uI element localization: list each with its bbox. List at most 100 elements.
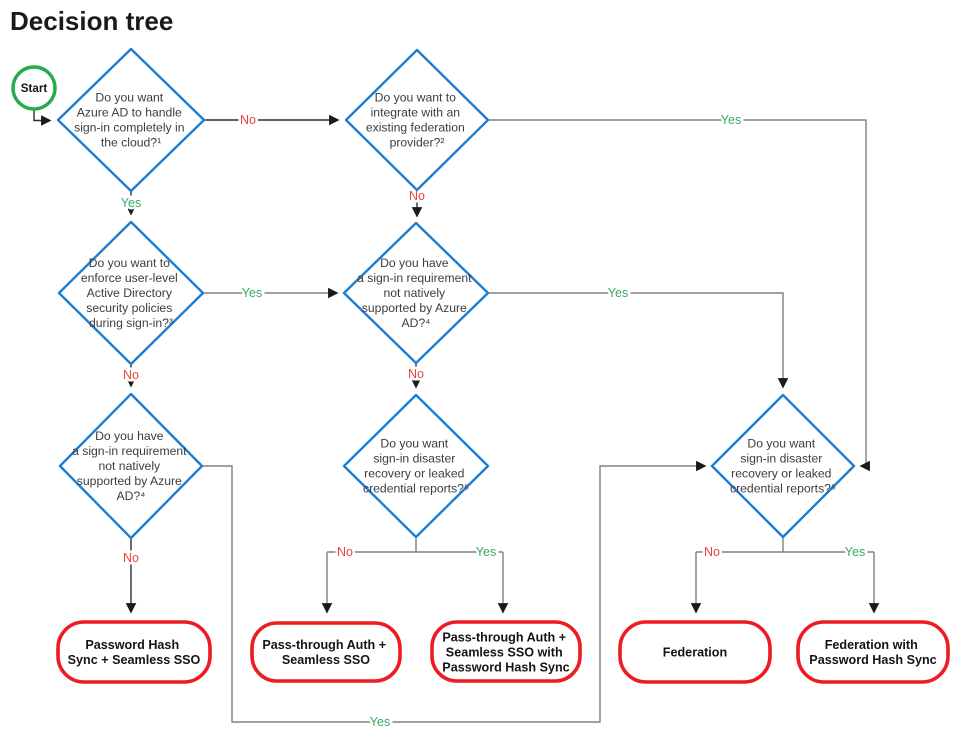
diamond-shape — [58, 392, 204, 540]
edge-label-no: No — [408, 367, 424, 381]
text-line: Do you have — [380, 256, 449, 270]
decision-text: Do you have a sign-in requirement not na… — [72, 429, 190, 503]
outcome-shape — [430, 620, 582, 683]
text-line: a sign-in requirement — [72, 444, 187, 458]
text-line: Federation — [663, 646, 727, 660]
text-line: supported by Azure — [362, 301, 467, 315]
text-line: sign-in completely in — [74, 121, 184, 135]
text-line: Pass-through Auth + — [262, 638, 386, 652]
outcome-shape — [618, 620, 772, 684]
text-line: Do you want — [747, 437, 815, 451]
edge-label-no: No — [337, 545, 353, 559]
decision-user-level-policies: Do you want to enforce user-level Active… — [57, 220, 205, 366]
edge-label-no: No — [240, 113, 256, 127]
text-line: existing federation — [366, 121, 465, 135]
outcome-text: Pass-through Auth + Seamless SSO — [262, 638, 389, 667]
text-line: Do you have — [95, 429, 164, 443]
edge-label-yes: Yes — [608, 286, 628, 300]
decision-text: Do you have a sign-in requirement not na… — [357, 256, 475, 330]
text-line: security policies — [86, 301, 172, 315]
text-line: Seamless SSO — [282, 653, 370, 667]
diamond-shape — [710, 393, 856, 539]
text-line: Active Directory — [87, 286, 173, 300]
decision-disaster-recovery-right: Do you want sign-in disaster recovery or… — [710, 393, 856, 539]
text-line: Pass-through Auth + — [442, 631, 566, 645]
text-line: Do you want to — [375, 91, 457, 105]
edge-d4-yes-to-d7 — [489, 292, 789, 389]
outcome-text: Password Hash Sync + Seamless SSO — [68, 638, 201, 667]
text-line: Federation with — [825, 638, 918, 652]
text-line: the cloud?¹ — [101, 136, 161, 150]
diamond-shape — [344, 48, 490, 192]
text-line: credential reports?⁵ — [363, 482, 469, 496]
text-line: supported by Azure — [77, 474, 182, 488]
edge-start-to-d1 — [33, 110, 52, 126]
text-line: a sign-in requirement — [357, 271, 472, 285]
page-title: Decision tree — [10, 6, 173, 36]
edge-label-yes: Yes — [476, 545, 496, 559]
decision-text: Do you want sign-in disaster recovery or… — [730, 437, 836, 496]
text-line: sign-in disaster — [373, 452, 455, 466]
diamond-shape — [56, 47, 206, 193]
text-line: Password Hash Sync — [809, 653, 936, 667]
text-line: Seamless SSO with — [446, 646, 563, 660]
edge-label-no: No — [123, 551, 139, 565]
text-line: Sync + Seamless SSO — [68, 653, 201, 667]
outcome-shape — [796, 620, 950, 684]
text-line: Do you want to — [89, 256, 171, 270]
decision-cloud-signin: Do you want Azure AD to handle sign-in c… — [56, 47, 206, 193]
text-line: provider?² — [390, 136, 445, 150]
edge-label-no: No — [409, 189, 425, 203]
edge-label-yes: Yes — [721, 113, 741, 127]
diamond-shape — [342, 221, 490, 365]
decision-federation-provider: Do you want to integrate with an existin… — [344, 48, 490, 192]
start-node: Start — [11, 65, 57, 111]
decision-text: Do you want Azure AD to handle sign-in c… — [74, 91, 188, 150]
start-label: Start — [21, 82, 48, 95]
start-circle — [11, 65, 57, 111]
text-line: Do you want — [380, 437, 448, 451]
text-line: Password Hash Sync — [442, 661, 569, 675]
edge-d5-yes-to-d7 — [203, 460, 707, 723]
decision-unsupported-requirement-left: Do you have a sign-in requirement not na… — [58, 392, 204, 540]
outcome-pta-sso: Pass-through Auth + Seamless SSO — [250, 621, 402, 683]
text-line: integrate with an — [371, 106, 460, 120]
outcome-pta-sso-phs: Pass-through Auth + Seamless SSO with Pa… — [430, 620, 582, 683]
outcome-phs-sso: Password Hash Sync + Seamless SSO — [56, 620, 212, 684]
decision-text: Do you want sign-in disaster recovery or… — [363, 437, 469, 496]
text-line: not natively — [383, 286, 446, 300]
outcome-text: Federation — [663, 646, 727, 660]
text-line: recovery or leaked — [731, 467, 831, 481]
decision-disaster-recovery-mid: Do you want sign-in disaster recovery or… — [342, 393, 490, 539]
outcome-text: Pass-through Auth + Seamless SSO with Pa… — [442, 631, 569, 675]
text-line: AD?⁴ — [117, 489, 146, 503]
edge-label-yes: Yes — [845, 545, 865, 559]
decision-text: Do you want to enforce user-level Active… — [81, 256, 181, 330]
text-line: Azure AD to handle — [77, 106, 182, 120]
decision-unsupported-requirement-mid: Do you have a sign-in requirement not na… — [342, 221, 490, 365]
text-line: sign-in disaster — [740, 452, 822, 466]
text-line: enforce user-level — [81, 271, 178, 285]
diamond-shape — [57, 220, 205, 366]
text-line: Do you want — [95, 91, 163, 105]
text-line: AD?⁴ — [402, 316, 431, 330]
text-line: Password Hash — [85, 638, 179, 652]
text-line: recovery or leaked — [364, 467, 464, 481]
edge-label-no: No — [123, 368, 139, 382]
decision-text: Do you want to integrate with an existin… — [366, 91, 468, 150]
text-line: credential reports?⁵ — [730, 482, 836, 496]
outcome-federation: Federation — [618, 620, 772, 684]
outcome-shape — [56, 620, 212, 684]
edge-label-yes: Yes — [242, 286, 262, 300]
text-line: not natively — [98, 459, 161, 473]
edge-d2-yes-to-d7 — [489, 119, 870, 472]
text-line: during sign-in?³ — [89, 316, 173, 330]
edge-label-yes: Yes — [370, 715, 390, 729]
diamond-shape — [342, 393, 490, 539]
outcome-text: Federation with Password Hash Sync — [809, 638, 936, 667]
outcome-shape — [250, 621, 402, 683]
edge-label-yes: Yes — [121, 196, 141, 210]
outcome-federation-phs: Federation with Password Hash Sync — [796, 620, 950, 684]
